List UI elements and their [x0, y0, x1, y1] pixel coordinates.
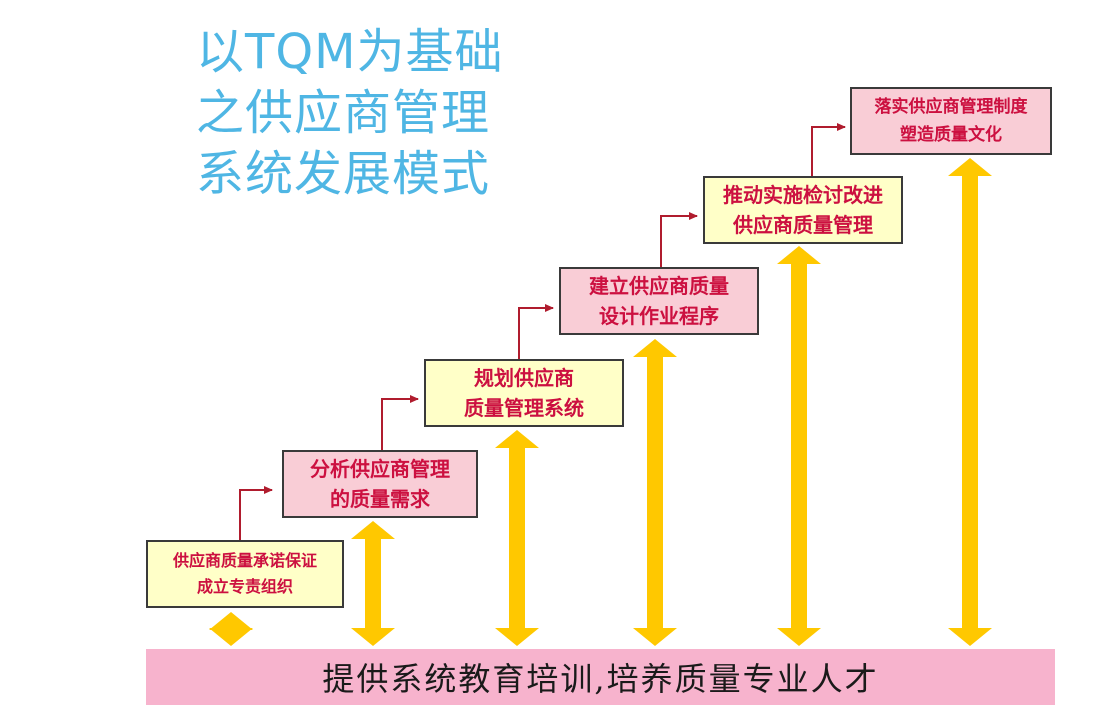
step-3-line-1: 规划供应商	[474, 366, 574, 390]
connector-arrow-5	[811, 123, 846, 176]
foundation-bar: 提供系统教育培训,培养质量专业人才	[146, 649, 1055, 705]
diagram-title: 以TQM为基础 之供应商管理 系统发展模式	[196, 22, 556, 205]
step-5-line-2: 供应商质量管理	[733, 213, 873, 237]
step-4-line-2: 设计作业程序	[599, 304, 719, 328]
step-1-line-2: 成立专责组织	[196, 577, 293, 596]
support-arrow-5	[777, 246, 821, 646]
step-6-line-2: 塑造质量文化	[900, 125, 1002, 145]
step-3-box: 规划供应商 质量管理系统	[424, 359, 624, 427]
step-5-box: 推动实施检讨改进 供应商质量管理	[703, 176, 903, 244]
step-4-line-1: 建立供应商质量	[589, 274, 729, 298]
support-arrow-3	[495, 430, 539, 646]
support-arrow-4	[633, 339, 677, 646]
step-2-line-2: 的质量需求	[330, 487, 430, 511]
step-4-box: 建立供应商质量 设计作业程序	[559, 267, 759, 335]
step-2-line-1: 分析供应商管理	[310, 457, 450, 481]
support-arrow-1	[209, 612, 253, 646]
step-1-box: 供应商质量承诺保证 成立专责组织	[146, 540, 344, 608]
step-6-box: 落实供应商管理制度 塑造质量文化	[850, 87, 1052, 155]
step-5-line-1: 推动实施检讨改进	[723, 183, 883, 207]
title-line-1: 以TQM为基础	[196, 24, 504, 80]
connector-arrow-2	[381, 395, 419, 450]
step-6-line-1: 落实供应商管理制度	[874, 97, 1028, 117]
connector-arrow-4	[660, 212, 698, 267]
support-arrows	[209, 158, 992, 646]
step-3-line-2: 质量管理系统	[464, 396, 584, 420]
step-connectors	[239, 123, 846, 540]
support-arrow-6	[948, 158, 992, 646]
support-arrow-2	[351, 521, 395, 646]
connector-arrow-1	[239, 486, 273, 540]
connector-arrow-3	[518, 304, 554, 359]
title-line-2: 之供应商管理	[196, 85, 491, 141]
step-1-line-1: 供应商质量承诺保证	[172, 551, 317, 570]
title-line-3: 系统发展模式	[196, 146, 491, 202]
step-2-box: 分析供应商管理 的质量需求	[282, 450, 478, 518]
